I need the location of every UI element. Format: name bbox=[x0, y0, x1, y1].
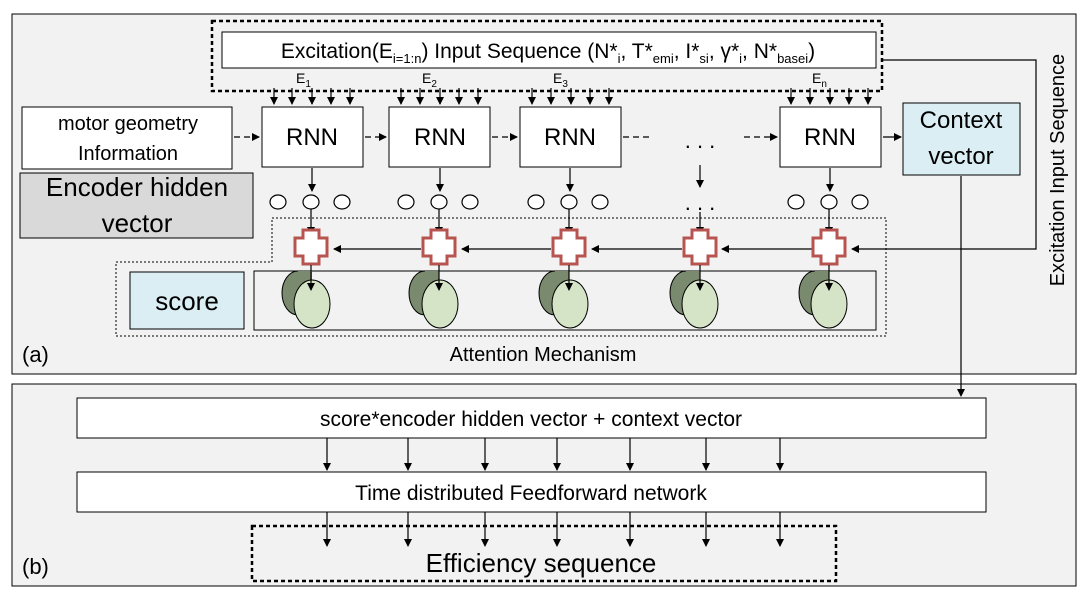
rnn-to-hidden-arrows bbox=[308, 165, 834, 192]
hidden-ellipsis: . . . bbox=[685, 190, 716, 215]
excitation-label-3: E3 bbox=[553, 70, 568, 90]
input-sequence-dotted-frame bbox=[210, 19, 884, 93]
motor-geometry-line-2: Information bbox=[78, 143, 178, 165]
rnn-box-1 bbox=[261, 106, 364, 168]
rnn-box-2 bbox=[388, 106, 491, 168]
excitation-arrows-rnn-n bbox=[787, 88, 872, 105]
score-cylinder-3 bbox=[538, 270, 589, 329]
plus-icon-n bbox=[811, 228, 847, 266]
motor-geometry-line-1: motor geometry bbox=[58, 113, 198, 135]
rnn-box-n bbox=[779, 106, 882, 168]
encoder-hidden-vector-line-1: Encoder hidden bbox=[46, 172, 228, 202]
rnn-label-1: RNN bbox=[286, 124, 338, 151]
feedforward-label: Time distributed Feedforward network bbox=[355, 482, 707, 505]
plus-icon-1 bbox=[293, 228, 329, 266]
excitation-input-sequence-side-label: Excitation Input Sequence bbox=[1047, 54, 1069, 286]
excitation-feedback-line bbox=[333, 59, 1037, 253]
context-vector-line-2: vector bbox=[928, 143, 993, 170]
feedforward-to-output-arrows bbox=[323, 512, 784, 547]
attention-mechanism-label: Attention Mechanism bbox=[450, 344, 637, 366]
combine-to-feedforward-arrows bbox=[323, 438, 784, 471]
panel-a-tag: (a) bbox=[22, 342, 49, 367]
combine-box bbox=[76, 397, 987, 439]
excitation-label-2: E2 bbox=[422, 70, 437, 90]
context-vector-box bbox=[902, 102, 1021, 176]
score-label: score bbox=[155, 286, 219, 316]
score-cylinder-1 bbox=[281, 270, 331, 329]
excitation-label-1: E1 bbox=[296, 70, 311, 90]
excitation-arrows-rnn-3 bbox=[528, 88, 613, 105]
excitation-arrows-rnn-2 bbox=[397, 88, 482, 105]
panel-b-tag: (b) bbox=[22, 554, 49, 579]
context-vector-line-1: Context bbox=[920, 107, 1003, 134]
rnn-label-3: RNN bbox=[544, 124, 596, 151]
rnn-ellipsis: . . . bbox=[685, 128, 716, 153]
plus-to-score-arrows bbox=[307, 265, 833, 291]
efficiency-sequence-box bbox=[250, 524, 838, 583]
efficiency-sequence-label: Efficiency sequence bbox=[426, 548, 657, 578]
excitation-label-n: En bbox=[812, 70, 827, 90]
score-cylinder-n bbox=[798, 270, 848, 329]
plus-icon-3 bbox=[551, 228, 587, 266]
encoder-hidden-vector-line-2: vector bbox=[102, 208, 173, 238]
input-sequence-box bbox=[221, 31, 877, 69]
combine-label: score*encoder hidden vector + context ve… bbox=[320, 408, 742, 431]
rnn-label-2: RNN bbox=[414, 124, 466, 151]
feedforward-box bbox=[76, 471, 987, 513]
rnn-label-n: RNN bbox=[804, 124, 856, 151]
hidden-state-circles bbox=[269, 194, 869, 210]
motor-geometry-box bbox=[21, 106, 233, 170]
plus-icon-2 bbox=[421, 228, 457, 266]
score-cylinder-2 bbox=[408, 270, 459, 329]
encoder-hidden-vector-box bbox=[19, 172, 254, 239]
input-sequence-label: Excitation(Ei=1:n) Input Sequence (N*i, … bbox=[281, 40, 815, 66]
excitation-arrows-rnn-1 bbox=[270, 88, 354, 105]
rnn-box-3 bbox=[519, 106, 622, 168]
score-cylinder-4 bbox=[669, 270, 719, 329]
score-box bbox=[129, 271, 245, 330]
plus-icon-4 bbox=[682, 228, 718, 266]
attention-region-outline bbox=[115, 217, 887, 337]
